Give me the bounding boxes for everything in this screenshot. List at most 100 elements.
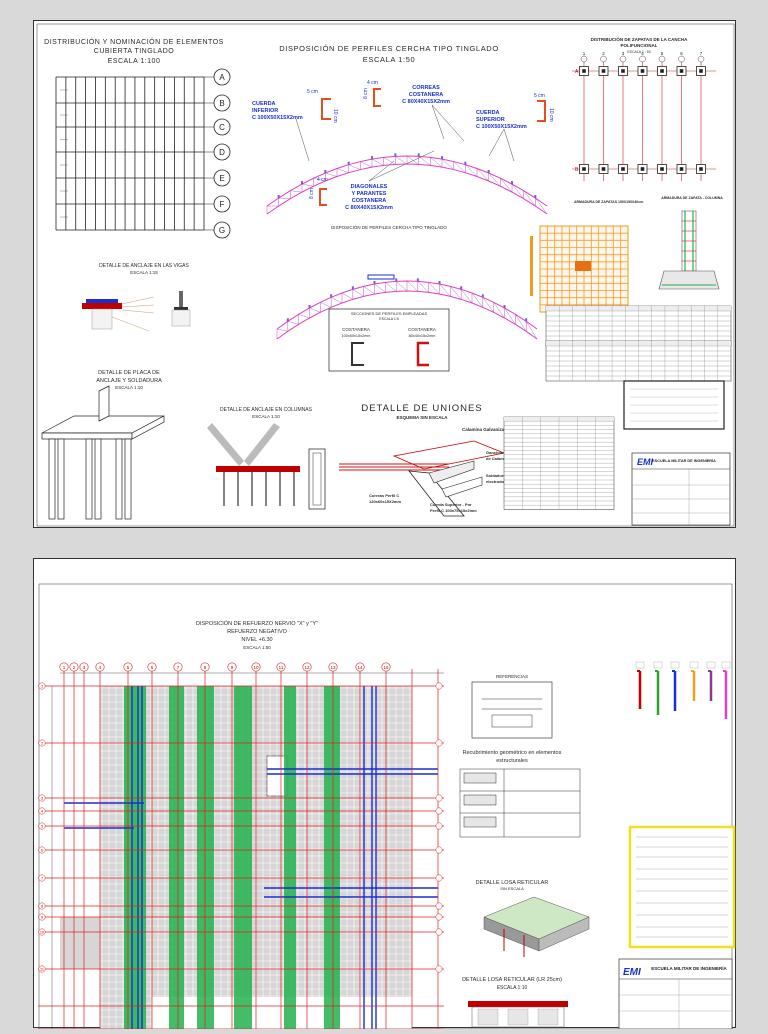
zapata-axis-label: 2 [602,51,605,56]
row-axis-label: 7 [41,877,43,881]
row-axis-label: 5 [41,825,43,829]
drawing-sheet-cubierta: DISTRIBUCIÓN Y NOMINACIÓN DE ELEMENTOS C… [33,20,736,528]
school-name-2: ESCUELA MILITAR DE INGENIERÍA [651,964,727,971]
drawing-sheet-losa-reticular: DISPOSICIÓN DE REFUERZO NERVIO "X" y "Y"… [33,558,736,1028]
row-axis-label: 2 [41,742,43,746]
label-cuerda-superior: CUERDA SUPERIOR C 100X50X15X2mm [476,110,527,130]
c-section-2-icon [418,343,429,365]
cuerda-sup-dim: Perfil C 100x75x15x2mm [430,508,477,513]
losa-reticular-scale-2: ESCALA 1:10 [497,985,528,991]
svg-text:DIAGONALES: DIAGONALES [351,184,388,190]
zapata-axis-label: 7 [700,51,703,56]
axis-bubble-label: A [219,73,225,82]
emi-logo: EMI [637,457,654,467]
svg-text:CUERDA: CUERDA [252,101,276,107]
waffle-section-detail [468,1001,568,1027]
dim-label: 5 cm [534,93,545,99]
school-name: ESCUELA MILITAR DE INGENIERÍA [652,458,716,463]
zapata-axis-label: 1 [583,51,586,56]
label-cuerda-inferior: CUERDA INFERIOR C 100X50X15X2mm [252,101,303,121]
armadura-zapatas-title: ARMADURA DE ZAPATAS 150X150X40cm [574,200,643,204]
svg-text:C 80X40X15X2mm: C 80X40X15X2mm [402,99,450,105]
cover-table [460,769,580,837]
references-box [472,682,552,738]
sheet2-canvas: DISPOSICIÓN DE REFUERZO NERVIO "X" y "Y"… [34,559,737,1029]
title-block: EMI ESCUELA MILITAR DE INGENIERÍA [632,453,730,525]
row-axis-label: 11 [40,968,44,972]
zapata-axis-label: 5 [661,51,664,56]
truss-arch-main [267,153,547,214]
svg-text:COSTANERA: COSTANERA [352,198,386,204]
placa-scale: ESCALA 1:10 [115,385,143,390]
perfiles-scale: ESCALA 1:50 [363,55,415,64]
dim-label: 8 cm [363,88,369,99]
svg-text:COSTANERA: COSTANERA [409,92,443,98]
dist-scale: ESCALA 1:100 [108,58,161,65]
zapatas-scale: ESCALA 1 : 50 [627,50,650,54]
armadura-columna-title: ARMADURA DE ZAPATA - COLUMNA [661,196,723,200]
perfiles-title-small: DISPOSICIÓN DE PERFILES CERCHA TIPO TING… [331,224,447,230]
column-footing-section [659,211,719,289]
union-detail [339,441,504,516]
costanera-2-dim: 80x40x15x2mm [409,334,436,338]
dim-label: 8 cm [309,188,315,199]
anclaje-columnas-scale: ESCALA 1:10 [252,414,280,419]
zapatas-title: DISTRIBUCIÓN DE ZAPATAS DE LA CANCHA [591,35,689,42]
perfiles-title: DISPOSICIÓN DE PERFILES CERCHA TIPO TING… [279,44,499,53]
costanera-1-dim: 100x50x15x2mm [342,334,371,338]
axis-bubble-label: D [219,148,225,157]
placa-title-2: ANCLAJE Y SOLDADURA [96,378,162,384]
materials-table [504,417,614,509]
svg-text:C 80X40X15X2mm: C 80X40X15X2mm [345,205,393,211]
anchor-plate-detail [42,386,164,519]
plan-title-4: ESCALA 1:50 [243,645,271,650]
cuerda-sup-label: Cuerda Superior - Por [430,502,472,507]
zapata-axis-label: 6 [680,51,683,56]
row-axis-label: 1 [41,685,43,689]
sheet1-canvas: DISTRIBUCIÓN Y NOMINACIÓN DE ELEMENTOS C… [34,21,737,529]
secciones-scale: ESCALA 1:5 [379,317,399,321]
zapata-row-label: A [575,69,579,75]
svg-text:Y PARANTES: Y PARANTES [352,191,387,197]
losa-reticular-scale-1: SIN ESCALA [500,886,524,891]
row-axis-label: 6 [41,849,43,853]
anclaje-vigas-title: DETALLE DE ANCLAJE EN LAS VIGAS [99,263,189,269]
column-axis-label: 13 [330,665,336,670]
costanera-2-label: COSTANERA [408,327,436,332]
dist-title-2: CUBIERTA TINGLADO [94,48,175,55]
correas-dim: 120x60x15X2mm [369,499,401,504]
rebar-bending-schedule [636,662,730,719]
zapata-row-label: B [575,167,579,173]
row-axis-label: 8 [41,905,43,909]
axis-bubble-label: C [219,123,225,132]
emi-logo-2: EMI [623,967,641,978]
row-axis-label: 10 [40,931,44,935]
plan-title-1: DISPOSICIÓN DE REFUERZO NERVIO "X" y "Y" [196,620,318,627]
axis-bubble-label: G [219,226,225,235]
dim-label: 10 cm [332,109,338,123]
svg-text:SUPERIOR: SUPERIOR [476,117,505,123]
svg-text:INFERIOR: INFERIOR [252,108,278,114]
truss-arch-secondary [277,275,537,339]
svg-text:C 100X50X15X2mm: C 100X50X15X2mm [252,115,303,121]
general-notes-box [630,827,734,947]
zapatas-subtitle: POLIFUNCIONAL [621,43,658,48]
column-axis-label: 14 [357,665,363,670]
plan-title-3: NIVEL +6.30 [241,637,272,643]
uniones-title: DETALLE DE UNIONES [361,403,482,414]
axis-bubble-label: B [219,99,224,108]
distribution-grid [56,77,204,230]
c-section-1-icon [352,343,364,365]
recubrimiento-title-1: Recubrimiento geométrico en elementos [463,750,562,756]
dist-title-1: DISTRIBUCIÓN Y NOMINACIÓN DE ELEMENTOS [44,37,224,46]
secciones-title: SECCIONES DE PERFILES EMPLEADAS [351,311,428,316]
beam-anchor-detail [82,291,190,331]
svg-text:C 100X50X15X2mm: C 100X50X15X2mm [476,124,527,130]
row-axis-label: 9 [41,916,43,920]
costanera-1-label: COSTANERA [342,327,370,332]
title-block-2: EMI ESCUELA MILITAR DE INGENIERÍA [619,959,732,1029]
dim-label: 10 cm [548,108,554,122]
